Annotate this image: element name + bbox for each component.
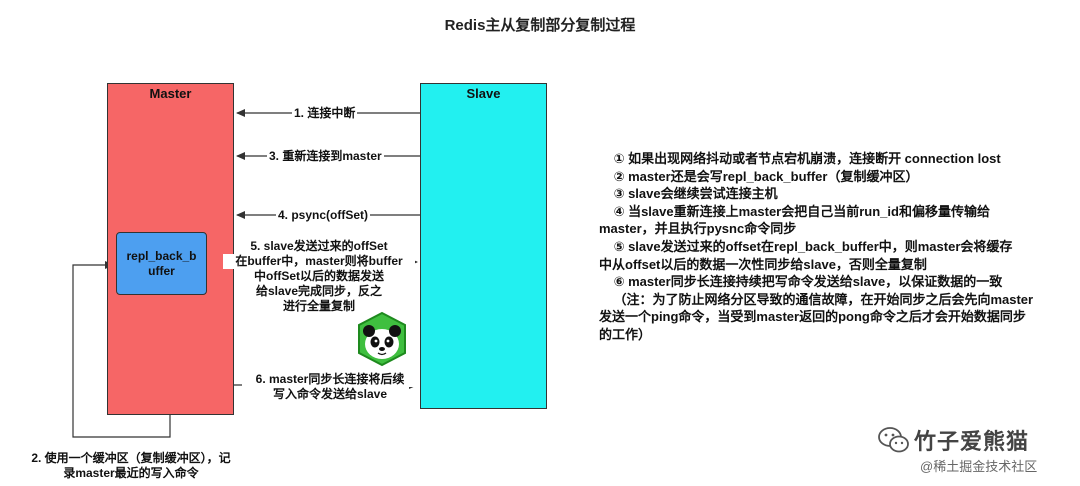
step-6-line-2: 写入命令发送给slave — [272, 387, 388, 401]
repl-back-buffer-box: repl_back_b uffer — [116, 232, 207, 295]
step-5-line-1: 5. slave发送过来的offSet — [250, 239, 388, 254]
step-2-label: 2. 使用一个缓冲区（复制缓冲区），记 录master最近的写入命令 — [20, 451, 242, 481]
master-label: Master — [149, 86, 192, 101]
note-line-2: ② master还是会写repl_back_buffer（复制缓冲区） — [599, 168, 919, 184]
note-line-8: ⑥ master同步长连接持续把写命令发送给slave，以保证数据的一致 — [599, 274, 1003, 290]
step-3-label: 3. 重新连接到master — [267, 149, 384, 164]
note-line-9: （注：为了防止网络分区导致的通信故障，在开始同步之后会先向master — [599, 291, 1034, 307]
note-line-4: ④ 当slave重新连接上master会把自己当前run_id和偏移量传输给 — [599, 203, 990, 219]
note-line-7: 中从offset以后的数据一次性同步给slave，否则全量复制 — [599, 256, 927, 272]
step-1-label: 1. 连接中断 — [292, 106, 358, 121]
watermark-brand: 竹子爱熊猫 — [914, 429, 1030, 454]
note-line-11: 的工作） — [599, 326, 652, 342]
note-line-6: ⑤ slave发送过来的offset在repl_back_buffer中，则ma… — [599, 238, 1013, 254]
slave-box: Slave — [420, 83, 547, 409]
buffer-label-line-1: repl_back_b — [126, 249, 197, 263]
step-6-line-1: 6. master同步长连接将后续 — [242, 372, 418, 387]
step-5-line-3: 中offSet以后的数据发送 — [254, 269, 384, 283]
step-5-line-2: 在buffer中，master则将buffer — [223, 254, 415, 269]
buffer-label-line-2: uffer — [148, 264, 175, 278]
arrow-step-2 — [72, 261, 171, 438]
notes-panel: ① 如果出现网络抖动或者节点宕机崩溃，连接断开 connection lost … — [599, 150, 1061, 344]
step-2-line-1: 2. 使用一个缓冲区（复制缓冲区），记 — [31, 451, 231, 465]
step-5-line-4: 给slave完成同步，反之 — [255, 284, 383, 298]
step-6-label: 6. master同步长连接将后续 写入命令发送给slave — [242, 372, 418, 402]
panda-icon — [358, 311, 406, 367]
step-5-line-5: 进行全量复制 — [282, 299, 355, 313]
note-line-5: master，并且执行pysnc命令同步 — [599, 221, 797, 237]
diagram-title: Redis主从复制部分复制过程 — [444, 17, 636, 34]
note-line-3: ③ slave会继续尝试连接主机 — [599, 186, 778, 202]
note-line-10: 发送一个ping命令，当受到master返回的pong命令之后才会开始数据同步 — [599, 309, 1026, 325]
step-2-line-2: 录master最近的写入命令 — [63, 466, 199, 480]
note-line-1: ① 如果出现网络抖动或者节点宕机崩溃，连接断开 connection lost — [599, 151, 1001, 166]
step-5-label: 5. slave发送过来的offSet 在buffer中，master则将buf… — [223, 239, 415, 314]
slave-label: Slave — [466, 86, 501, 101]
step-4-label: 4. psync(offSet) — [276, 208, 371, 223]
wechat-icon — [878, 427, 909, 453]
watermark-source: @稀土掘金技术社区 — [920, 459, 1038, 474]
